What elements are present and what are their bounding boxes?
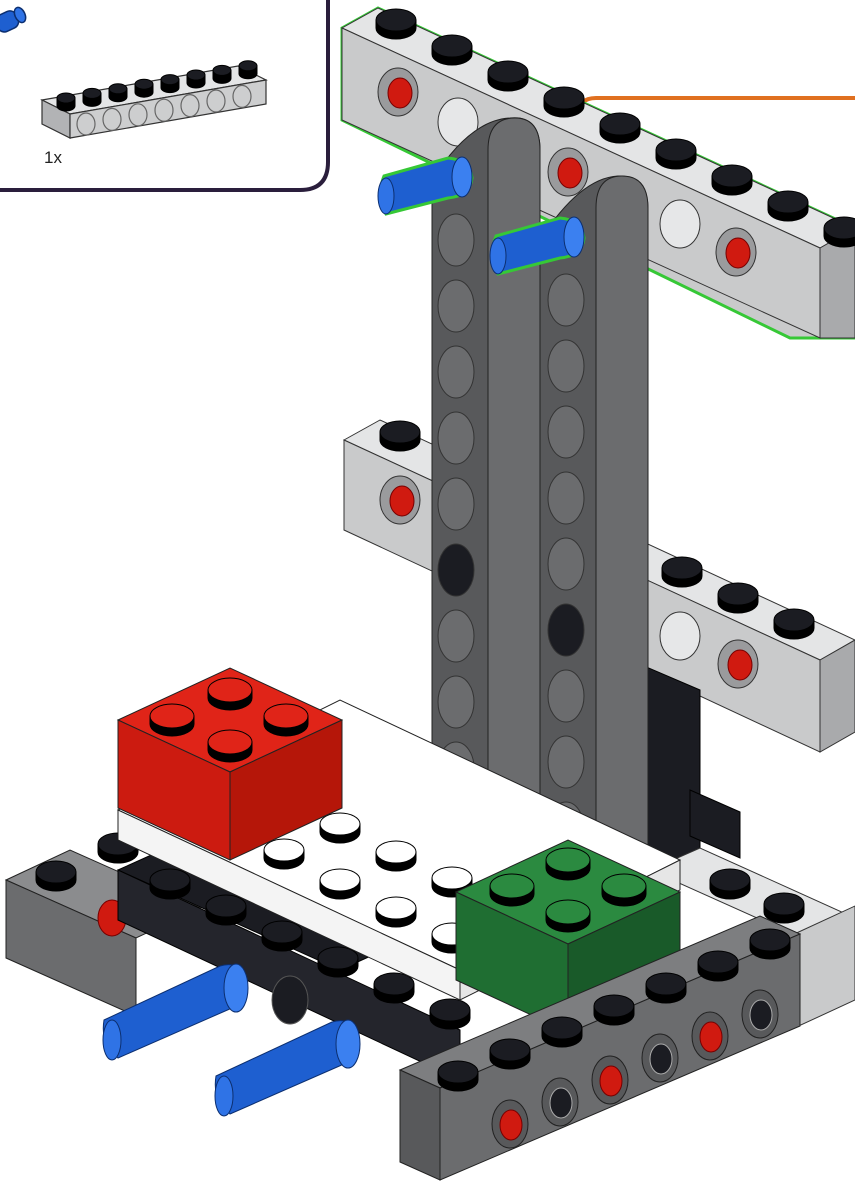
front-brick-stud bbox=[698, 951, 738, 981]
front-brick-stud bbox=[594, 995, 634, 1025]
base-right-stud bbox=[710, 869, 750, 899]
front-hole-pin bbox=[550, 1088, 572, 1118]
liftarm-hole bbox=[438, 412, 474, 464]
white-plate-stud bbox=[320, 869, 360, 899]
black-plate-stud bbox=[318, 947, 358, 977]
liftarm-hole bbox=[438, 478, 474, 530]
front-hole-pin bbox=[600, 1066, 622, 1096]
liftarm-hole bbox=[438, 346, 474, 398]
front-hole-pin bbox=[750, 1000, 772, 1030]
top-beam-stud bbox=[656, 139, 696, 169]
front-hole-pin bbox=[700, 1022, 722, 1052]
liftarm-hole bbox=[548, 736, 584, 788]
front-brick-stud bbox=[490, 1039, 530, 1069]
green-brick-stud bbox=[602, 874, 646, 906]
black-plate-stud bbox=[374, 973, 414, 1003]
mid-beam-stud bbox=[718, 583, 758, 613]
front-brick-stud bbox=[646, 973, 686, 1003]
top-beam-stud bbox=[544, 87, 584, 117]
blue-pin-bottom-right bbox=[215, 1020, 360, 1116]
red-axle-hole-2 bbox=[548, 148, 588, 196]
red-axle-hole-1 bbox=[378, 68, 418, 116]
liftarm-hole bbox=[438, 214, 474, 266]
empty-hole-mid bbox=[660, 612, 700, 660]
part-stud bbox=[109, 84, 127, 102]
black-plate-stud bbox=[206, 895, 246, 925]
front-hole-pin bbox=[500, 1110, 522, 1140]
liftarm-hole bbox=[548, 604, 584, 656]
white-plate-stud bbox=[264, 839, 304, 869]
front-brick-stud bbox=[542, 1017, 582, 1047]
red-brick-stud bbox=[208, 730, 252, 762]
liftarm-hole bbox=[438, 610, 474, 662]
mid-beam-stud bbox=[380, 421, 420, 451]
top-beam-stud bbox=[712, 165, 752, 195]
liftarm-hole bbox=[548, 472, 584, 524]
mid-beam-stud bbox=[774, 609, 814, 639]
red-brick-stud bbox=[150, 704, 194, 736]
top-beam-stud bbox=[376, 9, 416, 39]
part-stud bbox=[83, 88, 101, 106]
parts-panel: 1x bbox=[0, 0, 328, 190]
part-quantity-label: 1x bbox=[44, 148, 62, 167]
mid-beam-stud bbox=[662, 557, 702, 587]
green-brick-stud bbox=[490, 874, 534, 906]
liftarm-hole bbox=[548, 538, 584, 590]
white-plate-stud bbox=[376, 841, 416, 871]
red-axle-hole-3 bbox=[716, 228, 756, 276]
base-left-stud bbox=[36, 861, 76, 891]
base-right-stud bbox=[764, 893, 804, 923]
white-plate-stud bbox=[320, 813, 360, 843]
liftarm-hole bbox=[548, 670, 584, 722]
front-hole-pin bbox=[650, 1044, 672, 1074]
top-beam-stud bbox=[432, 35, 472, 65]
liftarm-hole bbox=[438, 676, 474, 728]
red-brick-stud bbox=[208, 678, 252, 710]
part-stud bbox=[161, 75, 179, 93]
black-plate-stud bbox=[430, 999, 470, 1029]
liftarm-hole bbox=[548, 340, 584, 392]
top-beam-stud bbox=[768, 191, 808, 221]
vertical-liftarm-right bbox=[540, 176, 648, 890]
top-beam-stud bbox=[600, 113, 640, 143]
part-stud bbox=[187, 70, 205, 88]
red-axle-hole-mid-2 bbox=[718, 640, 758, 688]
empty-hole-2 bbox=[660, 200, 700, 248]
black-plate-stud bbox=[262, 921, 302, 951]
liftarm-hole bbox=[438, 544, 474, 596]
liftarm-hole bbox=[548, 274, 584, 326]
red-axle-hole-mid-1 bbox=[380, 476, 420, 524]
part-stud bbox=[213, 65, 231, 83]
green-brick-stud bbox=[546, 848, 590, 880]
liftarm-hole bbox=[438, 280, 474, 332]
white-plate-stud bbox=[376, 897, 416, 927]
blue-pin-part-icon bbox=[0, 6, 28, 35]
part-stud bbox=[57, 93, 75, 111]
top-beam-stud bbox=[488, 61, 528, 91]
liftarm-hole bbox=[548, 406, 584, 458]
part-stud bbox=[239, 61, 257, 79]
red-brick-stud bbox=[264, 704, 308, 736]
black-plate-stud bbox=[150, 869, 190, 899]
front-brick-stud bbox=[438, 1061, 478, 1091]
top-beam-stud bbox=[824, 217, 855, 247]
part-stud bbox=[135, 79, 153, 97]
front-brick-stud bbox=[750, 929, 790, 959]
green-brick-stud bbox=[546, 900, 590, 932]
